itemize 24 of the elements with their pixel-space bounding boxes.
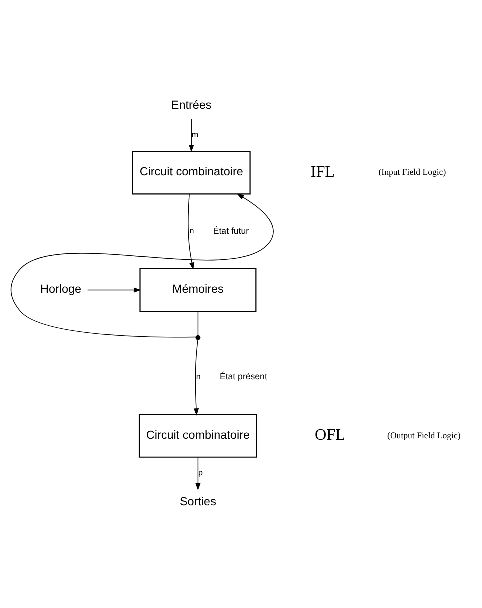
arrow — [196, 456, 201, 490]
connector — [198, 310, 199, 336]
arrow — [10, 193, 274, 338]
label: (Input Field Logic) — [378, 166, 446, 177]
label: État futur — [213, 225, 250, 236]
label: (Output Field Logic) — [388, 430, 461, 440]
edge-label: n — [196, 372, 201, 381]
label: État présent — [220, 371, 268, 382]
arrow — [188, 193, 195, 270]
edge-label: m — [192, 130, 199, 140]
node-circle — [196, 334, 201, 340]
node-box: Mémoires — [140, 268, 257, 312]
node-text: Sorties — [180, 495, 216, 508]
arrow — [189, 118, 194, 152]
edge-label: n — [190, 226, 194, 236]
node-box: Circuit combinatoire — [132, 150, 251, 194]
node-text: Entrées — [171, 98, 212, 112]
arrow — [87, 287, 142, 292]
label: IFL — [310, 164, 336, 181]
edge-label: p — [198, 468, 204, 478]
node-text: Horloge — [40, 282, 82, 296]
arrow — [194, 339, 200, 416]
label: OFL — [315, 426, 346, 444]
node-box: Circuit combinatoire — [138, 414, 258, 458]
